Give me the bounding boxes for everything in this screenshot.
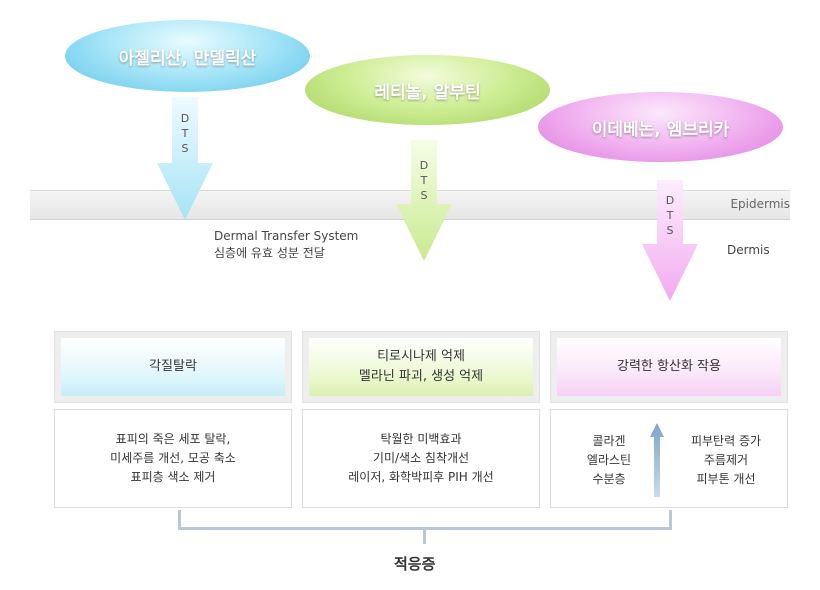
dts-letter-s: S	[181, 142, 189, 155]
oval-label-3: 이데베논, 엠브리카	[591, 119, 730, 140]
column-1-header-inner: 각질탈락	[61, 338, 285, 396]
column-2-line3: 레이저, 화학박피후 PIH 개선	[348, 470, 494, 484]
column-2-line2: 기미/색소 침착개선	[372, 451, 470, 465]
dts-label-1: D T S	[175, 111, 195, 156]
indication-bracket	[178, 510, 672, 530]
dts-letter-t: T	[181, 127, 189, 140]
column-3-right-line1: 피부탄력 증가	[690, 434, 762, 448]
dts-label-2: D T S	[414, 158, 434, 203]
column-2-line1: 탁월한 미백효과	[380, 432, 462, 446]
column-3-title: 강력한 항산화 작용	[617, 359, 721, 374]
up-arrow-icon	[650, 423, 664, 497]
column-2-title-line2: 멜라닌 파괴, 생성 억제	[358, 369, 484, 384]
dts-description: Dermal Transfer System 심층에 유효 성분 전달	[214, 228, 358, 262]
dermis-label: Dermis	[727, 243, 770, 257]
column-2-header-inner: 티로시나제 억제 멜라닌 파괴, 생성 억제	[309, 338, 533, 396]
column-3-left-line3: 수분층	[592, 472, 626, 486]
column-3-left-list: 콜라겐 엘라스틴 수분층	[569, 432, 649, 489]
column-2-header: 티로시나제 억제 멜라닌 파괴, 생성 억제	[302, 331, 540, 403]
dts-letter-d: D	[419, 159, 429, 172]
dts-description-subtitle: 심층에 유효 성분 전달	[214, 246, 325, 260]
column-3-left-line1: 콜라겐	[592, 434, 626, 448]
dts-arrow-green	[396, 140, 452, 261]
column-3-header: 강력한 항산화 작용	[550, 331, 788, 403]
column-1-body: 표피의 죽은 세포 탈락, 미세주름 개선, 모공 축소 표피층 색소 제거	[54, 409, 292, 508]
column-2-body: 탁월한 미백효과 기미/색소 침착개선 레이저, 화학박피후 PIH 개선	[302, 409, 540, 508]
oval-label-1: 아젤리산, 만델릭산	[118, 48, 257, 69]
dts-description-title: Dermal Transfer System	[214, 229, 359, 243]
dts-letter-t: T	[666, 209, 674, 222]
indication-bracket-stem	[423, 528, 426, 544]
dts-letter-s: S	[666, 224, 674, 237]
dts-letter-s: S	[420, 189, 428, 202]
indication-label: 적응증	[394, 555, 436, 573]
oval-azelaic-mandelic: 아젤리산, 만델릭산	[65, 20, 310, 92]
dts-letter-d: D	[180, 112, 190, 125]
dts-label-3: D T S	[660, 193, 680, 238]
oval-idebenone-emblica: 이데베논, 엠브리카	[538, 92, 783, 162]
oval-retinol-arbutin: 레티놀, 알부틴	[305, 55, 550, 125]
dts-letter-d: D	[665, 194, 675, 207]
column-2-title-line1: 티로시나제 억제	[377, 349, 465, 364]
column-1-title: 각질탈락	[149, 359, 197, 374]
column-3-body: 콜라겐 엘라스틴 수분층 피부탄력 증가 주름제거 피부톤 개선	[550, 409, 788, 508]
column-1-line1: 표피의 죽은 세포 탈락,	[115, 432, 231, 446]
dts-letter-t: T	[420, 174, 428, 187]
oval-label-2: 레티놀, 알부틴	[374, 82, 481, 103]
column-1-line2: 미세주름 개선, 모공 축소	[110, 451, 236, 465]
dts-arrow-pink	[642, 180, 698, 301]
column-3-left-line2: 엘라스틴	[586, 453, 632, 467]
column-3-right-line2: 주름제거	[703, 453, 749, 467]
epidermis-label: Epidermis	[730, 197, 790, 211]
column-1-header: 각질탈락	[54, 331, 292, 403]
column-3-header-inner: 강력한 항산화 작용	[557, 338, 781, 396]
column-3-right-line3: 피부톤 개선	[696, 472, 756, 486]
column-3-right-list: 피부탄력 증가 주름제거 피부톤 개선	[671, 432, 781, 489]
column-1-line3: 표피층 색소 제거	[130, 470, 216, 484]
dts-arrow-blue	[157, 97, 213, 220]
